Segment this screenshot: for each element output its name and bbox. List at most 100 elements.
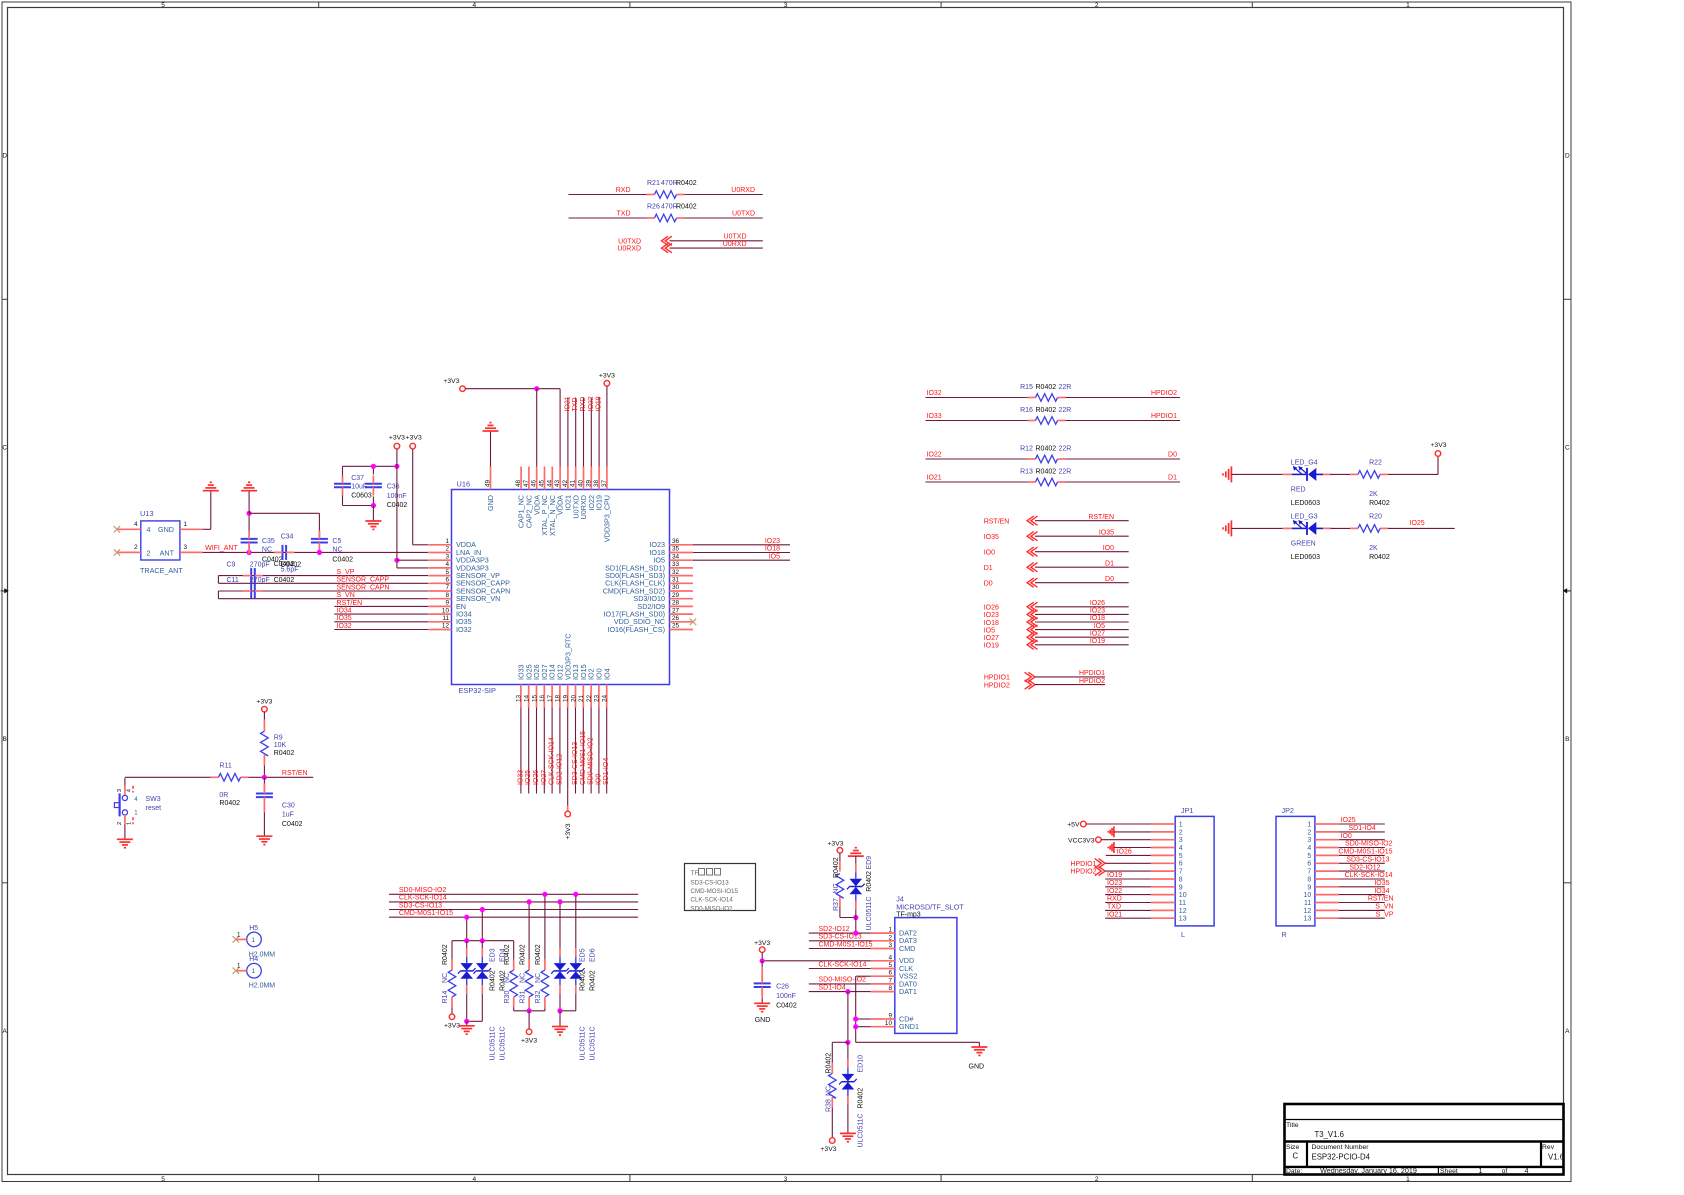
svg-text:LED0603: LED0603 — [1291, 500, 1320, 507]
svg-text:SENSOR_CAPN: SENSOR_CAPN — [456, 586, 510, 595]
svg-text:IO23: IO23 — [984, 612, 999, 619]
svg-text:1: 1 — [888, 927, 892, 934]
svg-text:IO23: IO23 — [765, 538, 780, 545]
svg-text:R0402: R0402 — [833, 857, 840, 878]
svg-text:S_VN: S_VN — [1375, 904, 1393, 911]
svg-text:CLK-SCK-IO14: CLK-SCK-IO14 — [691, 897, 734, 904]
svg-text:C0402: C0402 — [262, 556, 283, 563]
svg-text:49: 49 — [485, 479, 492, 487]
svg-text:3: 3 — [184, 544, 188, 551]
svg-text:IO35: IO35 — [1099, 529, 1114, 536]
svg-text:IO35: IO35 — [984, 534, 999, 541]
svg-text:24: 24 — [602, 694, 609, 702]
svg-text:RXD: RXD — [616, 187, 631, 194]
svg-text:SD1-IO4: SD1-IO4 — [819, 984, 846, 991]
svg-text:1: 1 — [127, 822, 133, 825]
svg-text:5: 5 — [161, 1176, 165, 1183]
svg-text:ED9: ED9 — [866, 856, 873, 870]
svg-text:SD2-IO12: SD2-IO12 — [1349, 864, 1380, 871]
svg-text:7: 7 — [888, 977, 892, 984]
svg-text:LNA_IN: LNA_IN — [456, 548, 481, 557]
svg-text:IO14: IO14 — [548, 664, 557, 680]
svg-text:2: 2 — [888, 934, 892, 941]
svg-text:R0402: R0402 — [1036, 384, 1057, 391]
svg-text:IO34: IO34 — [1374, 888, 1389, 895]
svg-text:IO25: IO25 — [1341, 817, 1356, 824]
svg-text:NC: NC — [535, 973, 542, 983]
svg-text:LED_G4: LED_G4 — [1291, 460, 1318, 467]
svg-text:IO22: IO22 — [587, 495, 596, 511]
svg-text:IO18: IO18 — [649, 548, 665, 557]
svg-text:1uF: 1uF — [282, 812, 294, 819]
svg-text:IO5: IO5 — [653, 556, 665, 565]
svg-text:10K: 10K — [274, 742, 287, 749]
svg-text:6: 6 — [888, 970, 892, 977]
svg-text:3: 3 — [445, 553, 449, 560]
svg-text:IO26: IO26 — [984, 605, 999, 612]
svg-text:7: 7 — [1307, 869, 1311, 876]
svg-text:4: 4 — [134, 797, 138, 803]
svg-text:C36: C36 — [387, 484, 400, 491]
svg-text:WIFI_ANT: WIFI_ANT — [205, 545, 238, 552]
svg-text:HPDIO2: HPDIO2 — [984, 682, 1010, 689]
svg-text:3: 3 — [1179, 837, 1183, 844]
svg-text:ESP32-PCIO-D4: ESP32-PCIO-D4 — [1312, 1152, 1371, 1161]
svg-text:IO4: IO4 — [602, 668, 611, 680]
svg-text:4: 4 — [472, 2, 476, 9]
svg-text:IO5: IO5 — [984, 627, 995, 634]
svg-text:RXD: RXD — [1107, 896, 1122, 903]
svg-text:+3V3: +3V3 — [827, 841, 843, 848]
svg-text:RST/EN: RST/EN — [984, 519, 1010, 526]
svg-text:SD0-MISO-IO2: SD0-MISO-IO2 — [819, 977, 867, 984]
svg-text:27: 27 — [672, 607, 680, 614]
svg-text:R0402: R0402 — [504, 944, 511, 965]
svg-text:R0402: R0402 — [590, 970, 597, 991]
svg-text:H4: H4 — [249, 956, 258, 963]
svg-text:2: 2 — [1179, 829, 1183, 836]
svg-text:IO21: IO21 — [927, 475, 942, 482]
svg-text:40: 40 — [578, 479, 585, 487]
svg-text:IO13: IO13 — [571, 664, 580, 680]
svg-text:+3V3: +3V3 — [406, 435, 422, 442]
svg-text:1: 1 — [184, 521, 188, 528]
svg-text:CMD-M0S1-IO15: CMD-M0S1-IO15 — [580, 731, 587, 785]
svg-text:B: B — [3, 736, 7, 743]
svg-text:ESP32-SIP: ESP32-SIP — [459, 686, 496, 695]
svg-text:R0402: R0402 — [442, 944, 449, 965]
svg-text:NC: NC — [262, 546, 272, 553]
svg-text:IO25: IO25 — [1410, 520, 1425, 527]
svg-text:Title: Title — [1286, 1122, 1299, 1129]
svg-text:IO19: IO19 — [596, 396, 603, 411]
svg-text:DAT1: DAT1 — [899, 987, 917, 996]
svg-text:R21: R21 — [647, 180, 660, 187]
svg-text:ULC0511C: ULC0511C — [490, 1026, 497, 1060]
svg-text:SD0-MISO-IO2: SD0-MISO-IO2 — [1345, 841, 1393, 848]
svg-text:XTAL_P_NC: XTAL_P_NC — [540, 495, 549, 536]
svg-text:SD1(FLASH_SD1): SD1(FLASH_SD1) — [605, 563, 665, 572]
svg-text:44: 44 — [546, 479, 553, 487]
svg-text:IO22: IO22 — [1107, 888, 1122, 895]
svg-text:IO27: IO27 — [1090, 630, 1105, 637]
svg-text:SD3-CS-IO13: SD3-CS-IO13 — [819, 934, 862, 941]
svg-text:GND: GND — [755, 1017, 771, 1024]
svg-text:2: 2 — [1095, 2, 1099, 9]
svg-text:TF: TF — [691, 870, 699, 877]
svg-text:7: 7 — [445, 584, 449, 591]
svg-text:IO2: IO2 — [587, 668, 596, 680]
svg-text:NC: NC — [442, 973, 449, 983]
svg-text:GND1: GND1 — [899, 1022, 919, 1031]
svg-text:SD1-IO4: SD1-IO4 — [1349, 825, 1376, 832]
svg-text:16: 16 — [539, 694, 546, 702]
svg-text:IO23: IO23 — [1107, 880, 1122, 887]
svg-text:4: 4 — [888, 954, 892, 961]
svg-text:CLK: CLK — [899, 964, 913, 973]
svg-text:R0402: R0402 — [535, 944, 542, 965]
svg-text:28: 28 — [672, 600, 680, 607]
svg-text:IO21: IO21 — [564, 396, 571, 411]
svg-text:C30: C30 — [282, 803, 295, 810]
svg-text:of: of — [1502, 1168, 1508, 1175]
svg-text:C5: C5 — [332, 538, 341, 545]
svg-text:IO34: IO34 — [456, 610, 472, 619]
svg-text:D: D — [2, 153, 7, 160]
svg-text:R26: R26 — [647, 204, 660, 211]
